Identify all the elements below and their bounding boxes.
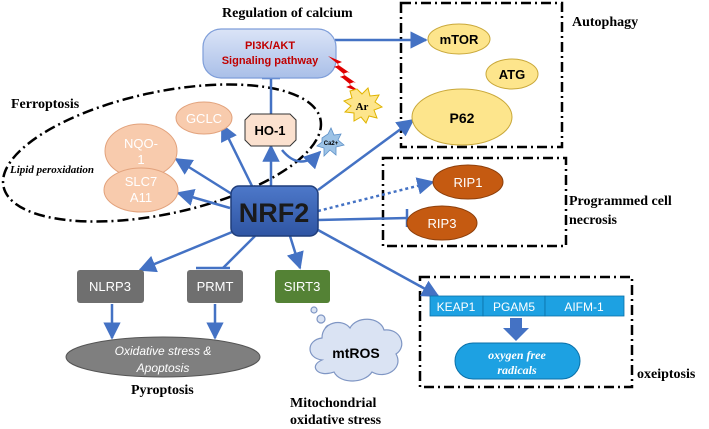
pi3k-akt-label-line1: PI3K/AKT	[245, 40, 295, 52]
ferroptosis-heading: Ferroptosis	[11, 97, 80, 112]
ho1-label: HO-1	[254, 123, 285, 138]
regulation-of-calcium-heading: Regulation of calcium	[222, 6, 353, 21]
nrf2-node	[230, 185, 319, 237]
lightning-icon	[328, 56, 362, 93]
oxeiptosis-heading: oxeiptosis	[637, 367, 696, 382]
prmt-label: PRMT	[197, 279, 234, 294]
edge-nrf2-gclc	[220, 123, 254, 187]
mitochondrial-heading-line2: oxidative stress	[290, 413, 382, 428]
rip1-node	[432, 164, 504, 200]
nqo1-label-line1: NQO-	[124, 136, 158, 151]
edge-nrf2-keap1	[317, 228, 440, 298]
mtor-node	[427, 23, 491, 55]
edge-nrf2-sirt3	[286, 235, 304, 270]
ca2-burst-icon	[316, 127, 345, 157]
edge-nrf2-rip3	[317, 216, 408, 222]
mtros-label: mtROS	[332, 345, 379, 361]
prmt-node	[187, 270, 243, 303]
nlrp3-label: NLRP3	[89, 279, 131, 294]
edge-ho1-ca2	[281, 149, 322, 170]
edge-nrf2-p62	[317, 118, 415, 192]
oxygen-free-radicals-label-line2: radicals	[497, 363, 537, 377]
slc7a11-node	[103, 167, 179, 213]
edge-nrf2-nqo1	[174, 157, 236, 198]
mtros-cloud	[309, 306, 403, 382]
slc7a11-label-line1: SLC7	[125, 174, 158, 189]
programmed-necrosis-heading-line1: Programmed cell	[569, 194, 672, 209]
ferroptosis-ellipse	[1, 83, 323, 223]
lipid-peroxidation-label: Lipid peroxidation	[9, 164, 94, 176]
atg-node	[485, 58, 539, 90]
sirt3-label: SIRT3	[284, 279, 321, 294]
oxygen-free-radicals-label-line1: oxygen free	[488, 348, 546, 362]
oxidative-stress-node	[65, 336, 261, 378]
edges	[103, 31, 440, 340]
programmed-necrosis-heading-line2: necrosis	[569, 213, 618, 228]
aifm1-node	[544, 295, 625, 317]
oxidative-stress-label-line1: Oxidative stress &	[115, 344, 212, 358]
mitochondrial-heading-line1: Mitochondrial	[290, 396, 376, 411]
keap1-label: KEAP1	[437, 300, 476, 314]
gclc-label: GCLC	[186, 111, 222, 126]
nlrp3-node	[77, 270, 144, 303]
pyroptosis-heading: Pyroptosis	[131, 383, 194, 398]
p62-label: P62	[450, 110, 475, 126]
edge-nrf2-prmt	[222, 235, 256, 269]
rip3-label: RIP3	[428, 216, 457, 231]
pi3k-akt-label-line2: Signaling pathway	[222, 55, 319, 67]
nqo1-label-line2: 1	[137, 152, 144, 167]
aifm1-label: AIFM-1	[564, 300, 604, 314]
rip3-node	[406, 205, 478, 241]
pi3k-akt-node	[202, 28, 337, 79]
atg-label: ATG	[499, 67, 525, 82]
edge-nrf2-rip1	[317, 177, 435, 213]
autophagy-heading: Autophagy	[572, 15, 638, 30]
down-arrow-icon	[503, 318, 529, 341]
p62-node	[411, 88, 513, 146]
ar-burst-icon	[342, 87, 384, 124]
slc7a11-label-line2: A11	[130, 190, 152, 205]
oxeiptosis-box	[418, 275, 634, 389]
ca2-label: Ca2+	[324, 141, 339, 147]
programmed-necrosis-box	[381, 156, 568, 248]
gclc-node	[175, 101, 233, 135]
rip1-label: RIP1	[454, 175, 483, 190]
pgam5-label: PGAM5	[493, 300, 535, 314]
oxygen-free-radicals-node	[454, 342, 581, 380]
nrf2-label: NRF2	[239, 198, 310, 228]
oxidative-stress-label-line2: Apoptosis	[136, 361, 190, 375]
edge-nrf2-slc7	[176, 188, 231, 210]
sirt3-node	[275, 270, 330, 303]
autophagy-box	[399, 1, 564, 149]
mtor-label: mTOR	[440, 32, 479, 47]
ar-label: Ar	[356, 101, 369, 113]
ho1-node	[244, 113, 297, 147]
edge-nrf2-nlrp3	[138, 228, 238, 273]
